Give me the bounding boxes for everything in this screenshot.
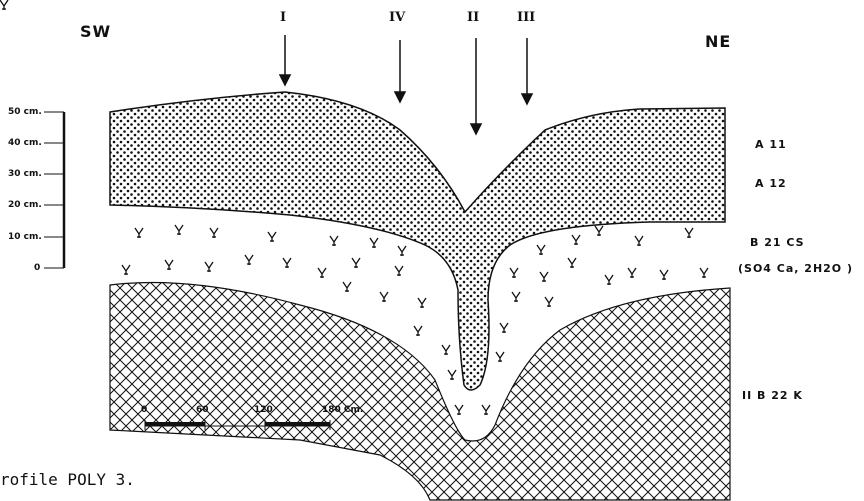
- depth-label-0: 0: [34, 263, 40, 273]
- scale-label-60: 60: [196, 405, 209, 415]
- figure-caption: rofile POLY 3.: [0, 470, 135, 489]
- horizon-a12: A 12: [755, 177, 787, 190]
- depth-scale-ticks: [44, 112, 64, 268]
- horizon-a11: A 11: [755, 138, 787, 151]
- depth-label-50: 50 cm.: [8, 107, 42, 117]
- horizon-b22k: II B 22 K: [742, 389, 803, 402]
- scale-label-0: 0: [141, 405, 147, 415]
- depth-label-20: 20 cm.: [8, 200, 42, 210]
- profile-label-ii: II: [467, 10, 479, 25]
- layer-b22k: [110, 283, 730, 501]
- scale-label-180: 180 Cm.: [322, 405, 363, 415]
- horizon-b21: B 21 CS: [750, 236, 805, 249]
- profile-label-i: I: [280, 10, 286, 25]
- horizon-b21-formula: (SO4 Ca, 2H2O ): [738, 262, 853, 275]
- depth-label-10: 10 cm.: [8, 232, 42, 242]
- label-sw: SW: [80, 22, 111, 41]
- depth-label-30: 30 cm.: [8, 169, 42, 179]
- profile-label-iv: IV: [389, 10, 405, 25]
- scale-label-120: 120: [254, 405, 273, 415]
- depth-label-40: 40 cm.: [8, 138, 42, 148]
- label-ne: NE: [705, 32, 731, 51]
- profile-label-iii: III: [517, 10, 535, 25]
